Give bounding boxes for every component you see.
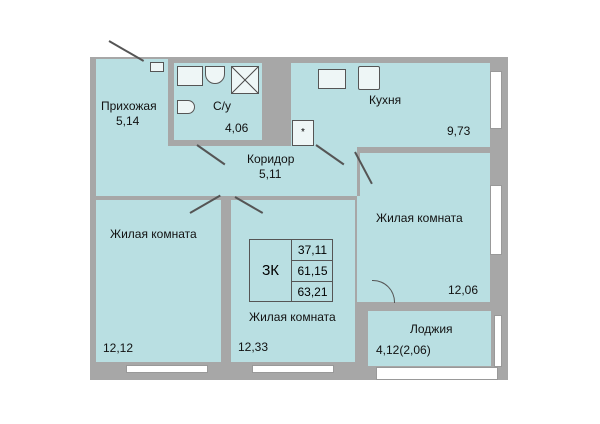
- hallway-area-label: 5,14: [116, 114, 140, 128]
- corridor-name: Коридор: [247, 152, 295, 166]
- loggia-name: Лоджия: [410, 322, 453, 336]
- living-right-name: Жилая комната: [376, 211, 463, 225]
- apartment-summary: 3К 37,11 61,15 63,21: [249, 239, 333, 302]
- stove-icon: [358, 66, 380, 90]
- living-left-area-label: 12,12: [103, 341, 134, 355]
- corridor-area: [96, 146, 357, 196]
- living-middle-area-label: 12,33: [238, 340, 269, 354]
- toilet-icon: [177, 100, 195, 114]
- kitchen-name: Кухня: [369, 93, 402, 107]
- kitchen-area-label: 9,73: [447, 124, 471, 138]
- loggia-area: [368, 311, 491, 366]
- apartment-type: 3К: [250, 240, 292, 301]
- window-kitchen: [490, 71, 502, 129]
- living-area-total: 37,11: [292, 240, 333, 261]
- ventilation-icon: *: [292, 120, 314, 146]
- sink-icon: [205, 66, 225, 84]
- kitchen-sink-icon: [318, 69, 346, 89]
- hallway-name: Прихожая: [101, 99, 157, 113]
- living-left-name: Жилая комната: [110, 227, 197, 241]
- living-right-lower: [357, 196, 367, 302]
- living-left-area: [96, 200, 221, 362]
- meter-icon: [150, 62, 164, 72]
- bathroom-name: С/у: [213, 99, 231, 113]
- living-middle-name: Жилая комната: [249, 310, 336, 324]
- shower-icon: [231, 66, 259, 94]
- window-loggia-side: [494, 315, 502, 367]
- bathtub-icon: [177, 66, 203, 86]
- total-area-with-loggia: 63,21: [297, 285, 328, 299]
- corridor-area-label: 5,11: [259, 167, 282, 181]
- window-middle-room: [252, 365, 334, 373]
- living-right-area: [360, 153, 490, 302]
- bathroom-area-label: 4,06: [225, 121, 249, 135]
- loggia-area-label: 4,12(2,06): [376, 343, 431, 357]
- living-right-area-label: 12,06: [448, 283, 479, 297]
- window-left-room: [126, 365, 208, 373]
- total-area: 61,15: [292, 261, 333, 282]
- window-living-right: [490, 185, 502, 255]
- window-loggia-bottom: [376, 367, 498, 380]
